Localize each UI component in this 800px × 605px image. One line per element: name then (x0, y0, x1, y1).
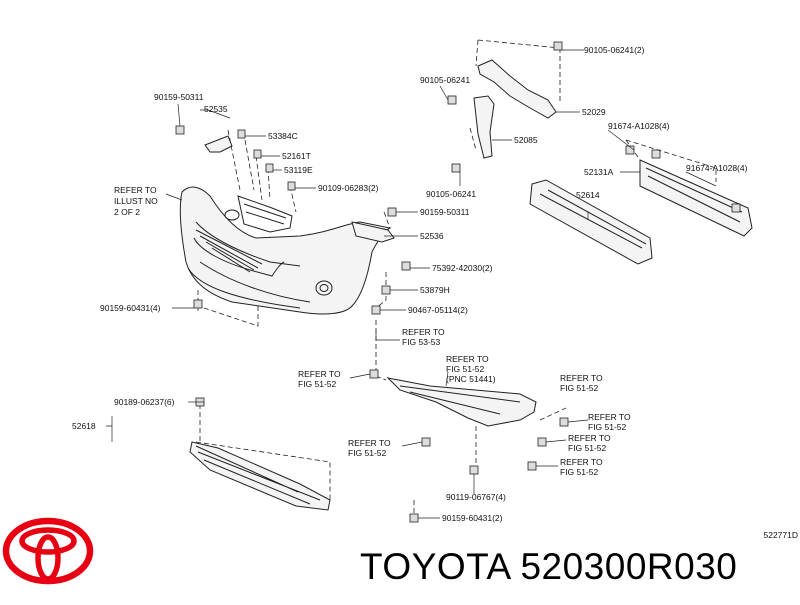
label-90105-06241-b: 90105-06241 (426, 189, 476, 199)
part-labels: 90105-06241(2) 90105-06241 52029 52085 9… (72, 45, 748, 523)
label-fig5152-d-2: FIG 51-52 (568, 443, 607, 453)
label-fig5152-c-2: FIG 51-52 (588, 422, 627, 432)
label-53879h: 53879H (420, 285, 450, 295)
label-refer-illust-1: REFER TO (114, 185, 157, 195)
label-90159-60431-2: 90159-60431(2) (442, 513, 503, 523)
label-fig5353-1: REFER TO (402, 327, 445, 337)
lower-grille-52618 (189, 441, 331, 511)
label-52536: 52536 (420, 231, 444, 241)
label-fig5152-pnc-1: REFER TO (446, 354, 489, 364)
label-fig5152-f-2: FIG 51-52 (348, 448, 387, 458)
label-90105-06241-2: 90105-06241(2) (584, 45, 645, 55)
bracket-52536 (351, 221, 395, 243)
label-90109-06283: 90109-06283(2) (318, 183, 379, 193)
label-91674-a1028-a: 91674-A1028(4) (608, 121, 670, 131)
leader-lines (106, 49, 717, 519)
diagram-code: 522771D (763, 530, 798, 540)
label-90467-05114: 90467-05114(2) (408, 305, 468, 315)
toyota-logo-svg (2, 517, 94, 585)
label-fig5152-a-2: FIG 51-52 (298, 379, 337, 389)
label-90189-06237: 90189-06237(6) (114, 397, 175, 407)
part-number: 520300R030 (520, 546, 738, 587)
label-fig5152-a-1: REFER TO (298, 369, 341, 379)
label-52085: 52085 (514, 135, 538, 145)
bumper-cover (179, 186, 392, 315)
label-90159-60431-4: 90159-60431(4) (100, 303, 161, 313)
bumper-reinforcement-52131a (639, 149, 753, 237)
label-fig5152-c-1: REFER TO (588, 412, 631, 422)
label-52029: 52029 (582, 107, 606, 117)
engine-undercover (386, 377, 537, 427)
label-fig5152-b-1: REFER TO (560, 373, 603, 383)
label-52618: 52618 (72, 421, 96, 431)
label-fig5152-pnc-3: (PNC 51441) (446, 374, 496, 384)
label-90159-50311-top: 90159-50311 (154, 92, 204, 102)
label-fig5152-f-1: REFER TO (348, 438, 391, 448)
label-52131a: 52131A (584, 167, 614, 177)
label-52535: 52535 (204, 104, 228, 114)
label-fig5152-e-2: FIG 51-52 (560, 467, 599, 477)
label-fig5152-e-1: REFER TO (560, 457, 603, 467)
label-fig5152-d-1: REFER TO (568, 433, 611, 443)
reinforcement-brackets (473, 59, 557, 159)
footer-part-number: TOYOTA 520300R030 (360, 546, 737, 588)
label-53119e: 53119E (284, 165, 313, 175)
label-fig5152-pnc-2: FIG 51-52 (446, 364, 485, 374)
toyota-logo-icon (2, 516, 94, 591)
label-53384c: 53384C (268, 131, 298, 141)
bracket-52535 (204, 135, 233, 153)
label-90159-50311-mid: 90159-50311 (420, 207, 470, 217)
brand-name: TOYOTA (360, 546, 510, 587)
label-52614: 52614 (576, 190, 600, 200)
label-fig5152-b-2: FIG 51-52 (560, 383, 599, 393)
label-fig5353-2: FIG 53-53 (402, 337, 441, 347)
label-90105-06241-a: 90105-06241 (420, 75, 470, 85)
label-91674-a1028-b: 91674-A1028(4) (686, 163, 748, 173)
absorber-52614 (529, 179, 653, 265)
label-75392-42030: 75392-42030(2) (432, 263, 493, 273)
label-refer-illust-3: 2 OF 2 (114, 207, 140, 217)
label-refer-illust-2: ILLUST NO (114, 196, 158, 206)
label-52161t: 52161T (282, 151, 311, 161)
label-90119-06767: 90119-06767(4) (446, 492, 506, 502)
